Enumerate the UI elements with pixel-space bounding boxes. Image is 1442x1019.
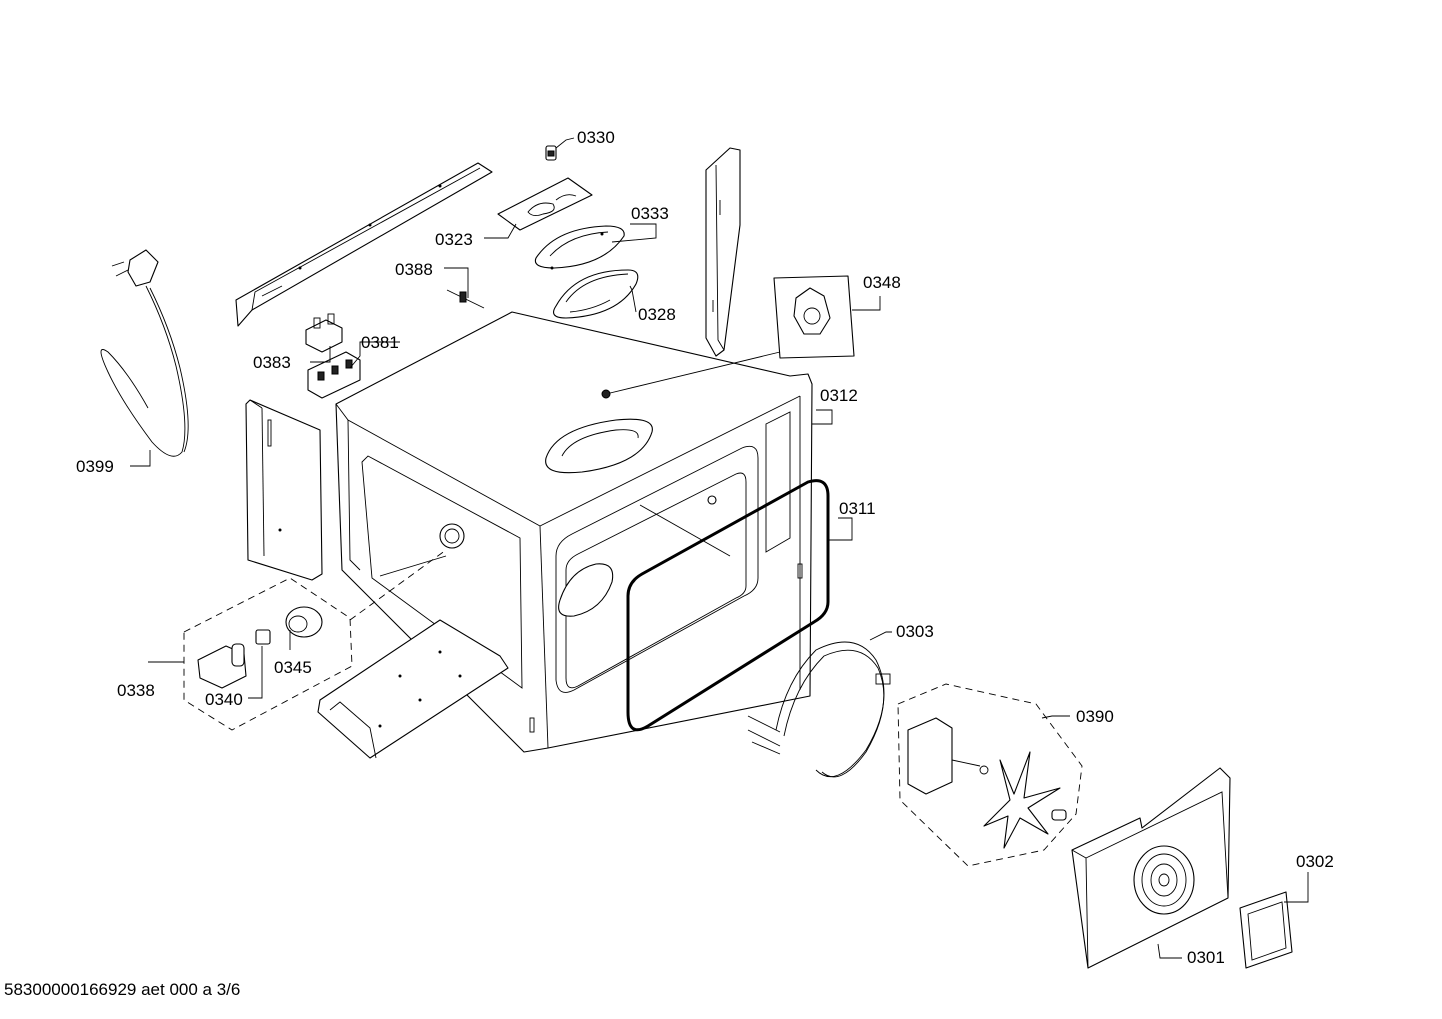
label-0312: 0312 (820, 386, 858, 405)
fan-group-part-0390 (897, 683, 1083, 867)
label-0383: 0383 (253, 353, 291, 372)
thermostat-part-0348 (601, 275, 855, 399)
label-0348: 0348 (863, 273, 901, 292)
top-rail-part (235, 162, 493, 327)
fan-cover-part-0301 (1071, 767, 1231, 969)
label-0323: 0323 (435, 230, 473, 249)
power-cable-part-0399 (100, 249, 189, 457)
right-side-rail-part (705, 147, 741, 357)
label-0333: 0333 (631, 204, 669, 223)
left-side-rail-part (245, 399, 323, 581)
oval-seal-part-0328 (553, 269, 639, 319)
document-reference: 58300000166929 aet 000 a 3/6 (4, 980, 241, 999)
clip-part-0330 (545, 145, 557, 161)
small-frame-part-0302 (1239, 891, 1293, 969)
seal-plate-part-0323 (497, 177, 593, 231)
terminal-block-part-0383 (305, 313, 343, 353)
pin-part-0388 (446, 289, 485, 309)
lamp-group-part-0338 (183, 549, 447, 731)
terminal-block-part-0381 (307, 351, 361, 399)
frame-plate-part-0333 (534, 225, 625, 270)
label-0399: 0399 (76, 457, 114, 476)
label-0345: 0345 (274, 658, 312, 677)
label-0340: 0340 (205, 690, 243, 709)
label-0388: 0388 (395, 260, 433, 279)
label-0330: 0330 (577, 128, 615, 147)
callout-labels: 0330 0333 0323 0388 0328 0348 0383 0381 … (76, 128, 1334, 967)
bottom-rail-part (317, 619, 509, 759)
label-0311: 0311 (839, 499, 876, 518)
heating-element-part-0303 (747, 641, 891, 778)
label-0390: 0390 (1076, 707, 1114, 726)
label-0328: 0328 (638, 305, 676, 324)
callout-leaders (130, 137, 1309, 959)
label-0303: 0303 (896, 622, 934, 641)
label-0338: 0338 (117, 681, 155, 700)
label-0301: 0301 (1187, 948, 1225, 967)
label-0302: 0302 (1296, 852, 1334, 871)
label-0381: 0381 (361, 333, 399, 352)
door-seal-part-0311 (626, 479, 830, 732)
